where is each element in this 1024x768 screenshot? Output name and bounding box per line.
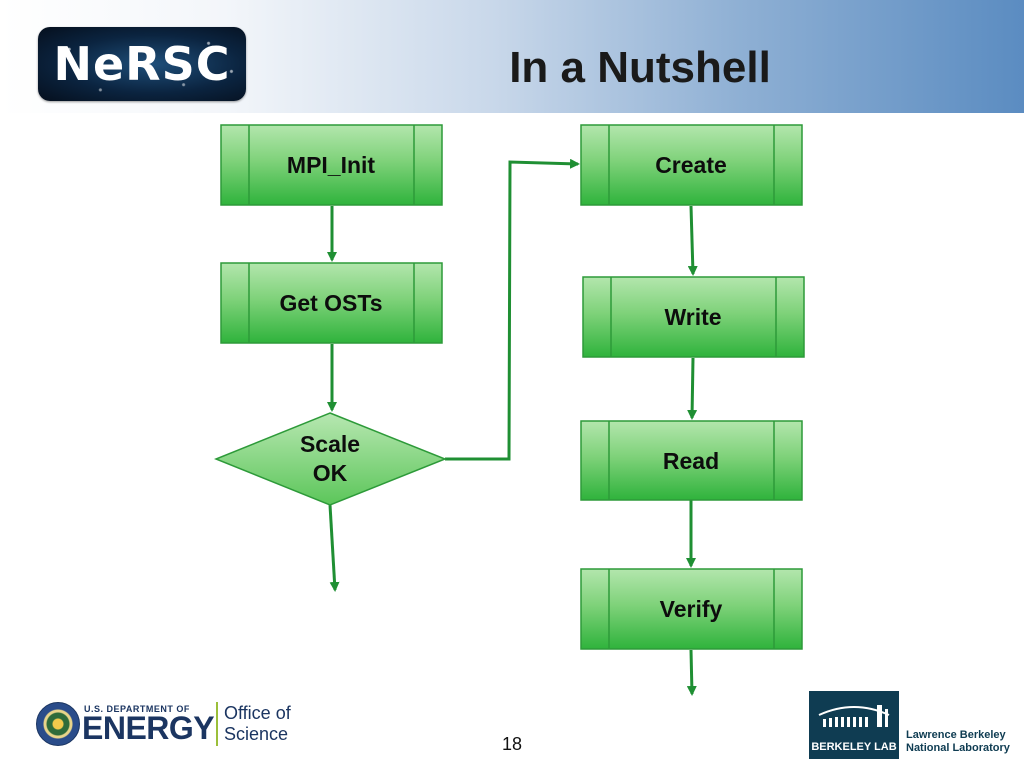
node-get-osts: Get OSTs [279, 290, 383, 316]
doe-seal-icon [36, 702, 80, 746]
node-verify-shape [580, 568, 803, 650]
berkeley-lab-building-icon [818, 705, 890, 727]
node-read: Read [662, 448, 720, 474]
node-create-shape [580, 124, 803, 206]
doe-office-of-science-logo: U.S. DEPARTMENT OF ENERGY Office of Scie… [36, 700, 306, 748]
nersc-logo-text: NeRSC [53, 37, 231, 91]
nersc-logo: NeRSC [38, 27, 246, 101]
berkeley-lab-name-line1: Lawrence Berkeley [906, 729, 1006, 741]
berkeley-lab-logo: BERKELEY LAB Lawrence Berkeley National … [809, 691, 1010, 759]
node-get-osts-shape [220, 262, 443, 344]
berkeley-lab-emblem: BERKELEY LAB [809, 691, 899, 759]
doe-energy-text: ENERGY [82, 710, 215, 746]
doe-divider [216, 702, 218, 746]
arrow-write-to-read [687, 357, 698, 420]
page-number: 18 [501, 734, 523, 754]
doe-office-text: Office of Science [224, 703, 291, 745]
doe-office-line1: Office of [224, 703, 291, 723]
slide-title: In a Nutshell [509, 43, 771, 92]
berkeley-lab-name: Lawrence Berkeley National Laboratory [906, 729, 1010, 755]
node-create: Create [655, 152, 727, 178]
node-write-shape [582, 276, 805, 358]
node-scale-ok-line1: Scale [299, 431, 361, 457]
arrow-verify-exit [686, 649, 697, 696]
node-scale-ok: Scale OK [270, 430, 390, 488]
arrow-create-to-write [687, 205, 698, 276]
node-verify: Verify [659, 596, 723, 622]
berkeley-lab-box-text: BERKELEY LAB [811, 741, 897, 753]
node-read-shape [580, 420, 803, 501]
node-write: Write [664, 304, 722, 330]
node-mpi-init-shape [220, 124, 443, 206]
berkeley-lab-name-line2: National Laboratory [906, 742, 1010, 754]
node-mpi-init: MPI_Init [286, 152, 376, 178]
arrow-scale-exit [328, 504, 340, 592]
starfield-decoration [38, 27, 246, 101]
node-scale-ok-line2: OK [312, 460, 348, 486]
doe-department-text: U.S. DEPARTMENT OF [84, 704, 190, 714]
doe-office-line2: Science [224, 724, 289, 744]
arrow-scale-to-create [445, 158, 580, 461]
node-scale-ok-shape [213, 412, 448, 506]
